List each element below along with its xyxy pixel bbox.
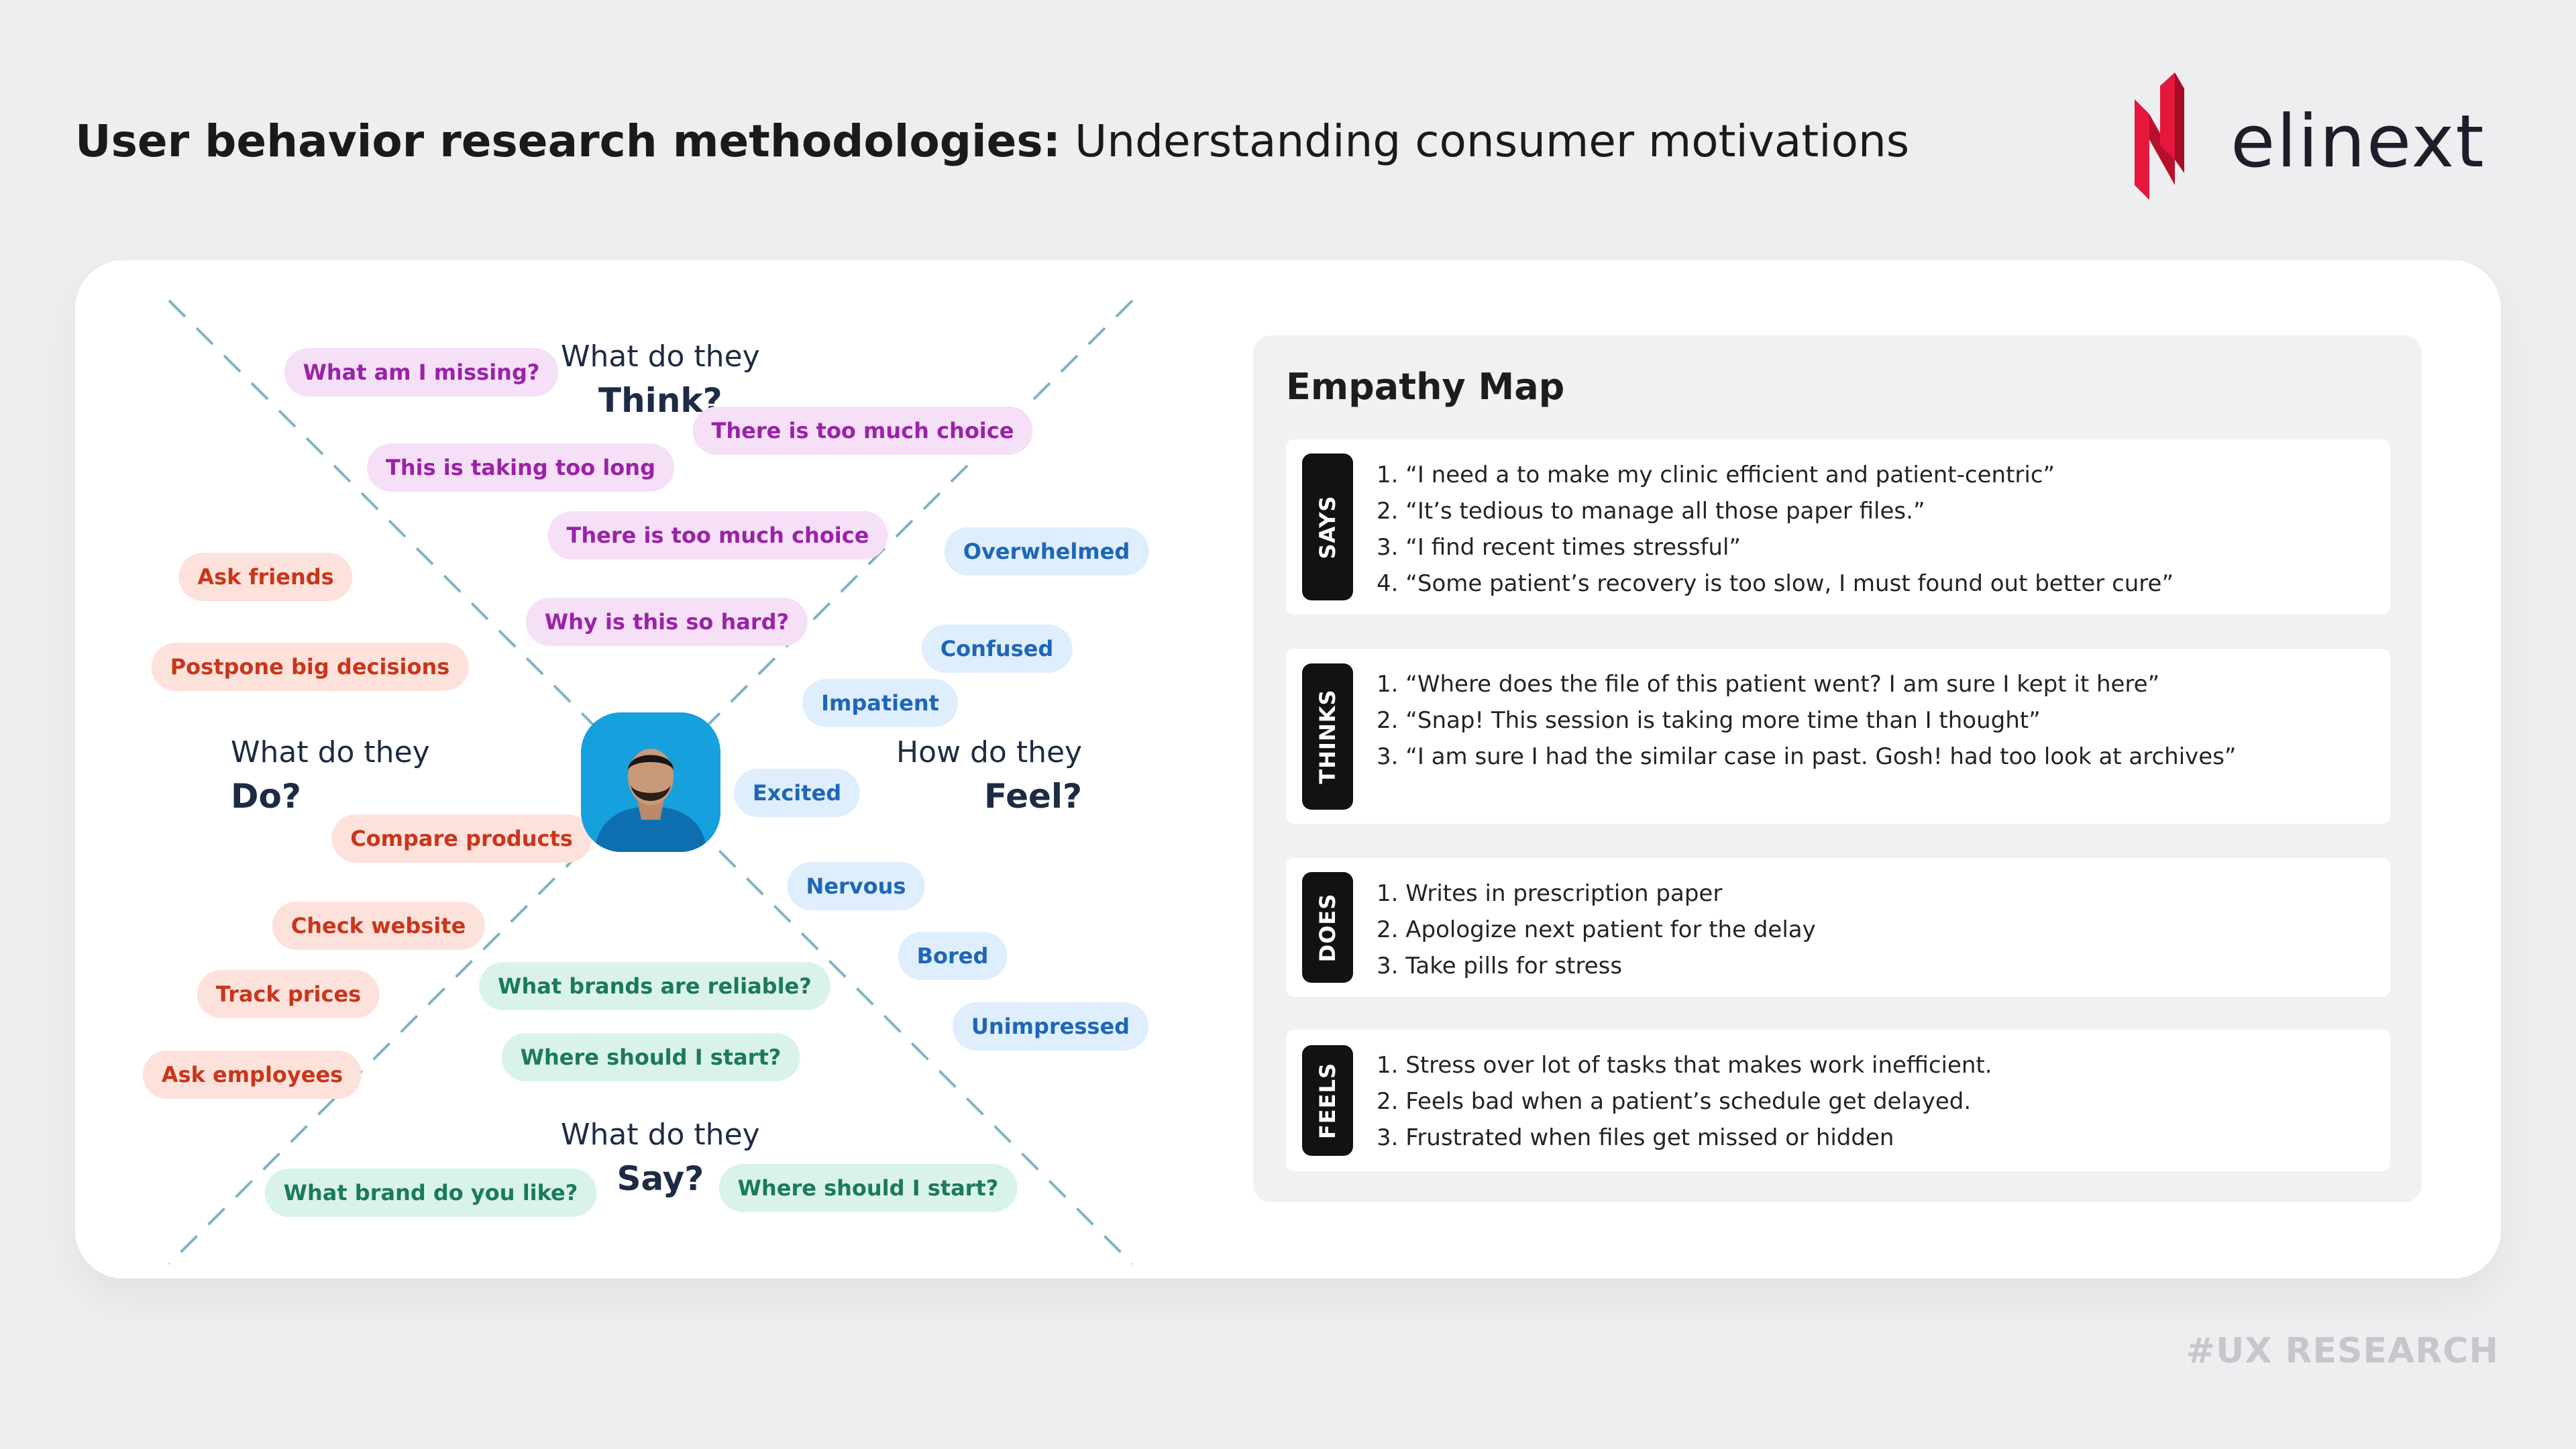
feel-pill: Unimpressed: [952, 1002, 1149, 1051]
empathy-row-thinks: THINKS 1. “Where does the file of this p…: [1286, 649, 2390, 824]
page-title-bold: User behavior research methodologies:: [75, 115, 1061, 167]
do-pill: Compare products: [331, 814, 592, 863]
think-pill: This is taking too long: [367, 443, 674, 492]
empathy-row-does: DOES 1. Writes in prescription paper 2. …: [1286, 858, 2390, 997]
empathy-row-feels: FEELS 1. Stress over lot of tasks that m…: [1286, 1030, 2390, 1171]
say-heading-word: Say?: [616, 1159, 704, 1198]
feel-pill: Nervous: [787, 862, 925, 910]
page-title-regular: Understanding consumer motivations: [1075, 115, 1910, 167]
do-pill: Track prices: [197, 970, 380, 1018]
list-item: 1. “Where does the file of this patient …: [1377, 671, 2160, 698]
say-pill: Where should I start?: [718, 1164, 1018, 1212]
say-pill: Where should I start?: [501, 1033, 800, 1081]
list-item: 3. Take pills for stress: [1377, 953, 1623, 979]
section-item-list: 1. Stress over lot of tasks that makes w…: [1377, 1047, 1992, 1156]
list-item: 2. “Snap! This session is taking more ti…: [1377, 707, 2041, 734]
person-avatar: [581, 712, 720, 852]
say-pill: What brands are reliable?: [479, 962, 830, 1010]
say-heading: What do they Say?: [561, 1116, 760, 1203]
do-pill: Postpone big decisions: [151, 643, 469, 691]
brand-logo-text: elinext: [2231, 100, 2485, 184]
empathy-row-says: SAYS 1. “I need a to make my clinic effi…: [1286, 439, 2390, 614]
feel-pill: Excited: [733, 769, 861, 817]
section-label-tag: FEELS: [1302, 1045, 1353, 1156]
think-pill: There is too much choice: [692, 407, 1033, 455]
feel-pill: Confused: [921, 625, 1073, 673]
section-item-list: 1. “Where does the file of this patient …: [1377, 666, 2237, 775]
think-pill: There is too much choice: [547, 511, 888, 559]
think-heading-prefix: What do they: [561, 339, 760, 374]
feel-pill: Bored: [898, 932, 1008, 980]
list-item: 2. “It’s tedious to manage all those pap…: [1377, 498, 1925, 525]
section-label-tag: THINKS: [1302, 663, 1353, 810]
do-pill: Ask friends: [178, 553, 353, 601]
section-label-tag: SAYS: [1302, 453, 1353, 600]
think-pill: Why is this so hard?: [525, 598, 808, 646]
say-pill: What brand do you like?: [264, 1169, 597, 1217]
feel-heading: How do they Feel?: [896, 734, 1082, 821]
list-item: 3. “I am sure I had the similar case in …: [1377, 743, 2237, 770]
feel-heading-prefix: How do they: [896, 735, 1083, 769]
list-item: 1. “I need a to make my clinic efficient…: [1377, 462, 2055, 488]
section-label-tag: DOES: [1302, 872, 1353, 983]
elinext-mark-icon: [2135, 72, 2184, 200]
do-heading-word: Do?: [231, 777, 301, 816]
list-item: 2. Apologize next patient for the delay: [1377, 916, 1816, 943]
list-item: 3. “I find recent times stressful”: [1377, 534, 1741, 561]
section-item-list: 1. “I need a to make my clinic efficient…: [1377, 457, 2174, 602]
footer-hashtag: #UX RESEARCH: [2186, 1331, 2499, 1371]
do-pill: Check website: [272, 902, 485, 950]
think-pill: What am I missing?: [284, 348, 559, 396]
say-heading-prefix: What do they: [561, 1118, 760, 1152]
do-pill: Ask employees: [142, 1051, 362, 1099]
list-item: 1. Stress over lot of tasks that makes w…: [1377, 1052, 1992, 1079]
section-item-list: 1. Writes in prescription paper 2. Apolo…: [1377, 875, 1816, 984]
person-icon: [581, 712, 720, 852]
feel-heading-word: Feel?: [983, 777, 1083, 816]
page-title: User behavior research methodologies: Un…: [75, 113, 1909, 170]
do-heading-prefix: What do they: [231, 735, 430, 769]
empathy-map-title: Empathy Map: [1286, 366, 1565, 408]
brand-logo: elinext: [2120, 72, 2516, 207]
feel-pill: Impatient: [802, 679, 958, 727]
do-heading: What do they Do?: [231, 734, 430, 821]
feel-pill: Overwhelmed: [944, 527, 1149, 576]
list-item: 3. Frustrated when files get missed or h…: [1377, 1124, 1894, 1151]
list-item: 4. “Some patient’s recovery is too slow,…: [1377, 570, 2174, 597]
list-item: 1. Writes in prescription paper: [1377, 880, 1723, 907]
list-item: 2. Feels bad when a patient’s schedule g…: [1377, 1088, 1972, 1115]
